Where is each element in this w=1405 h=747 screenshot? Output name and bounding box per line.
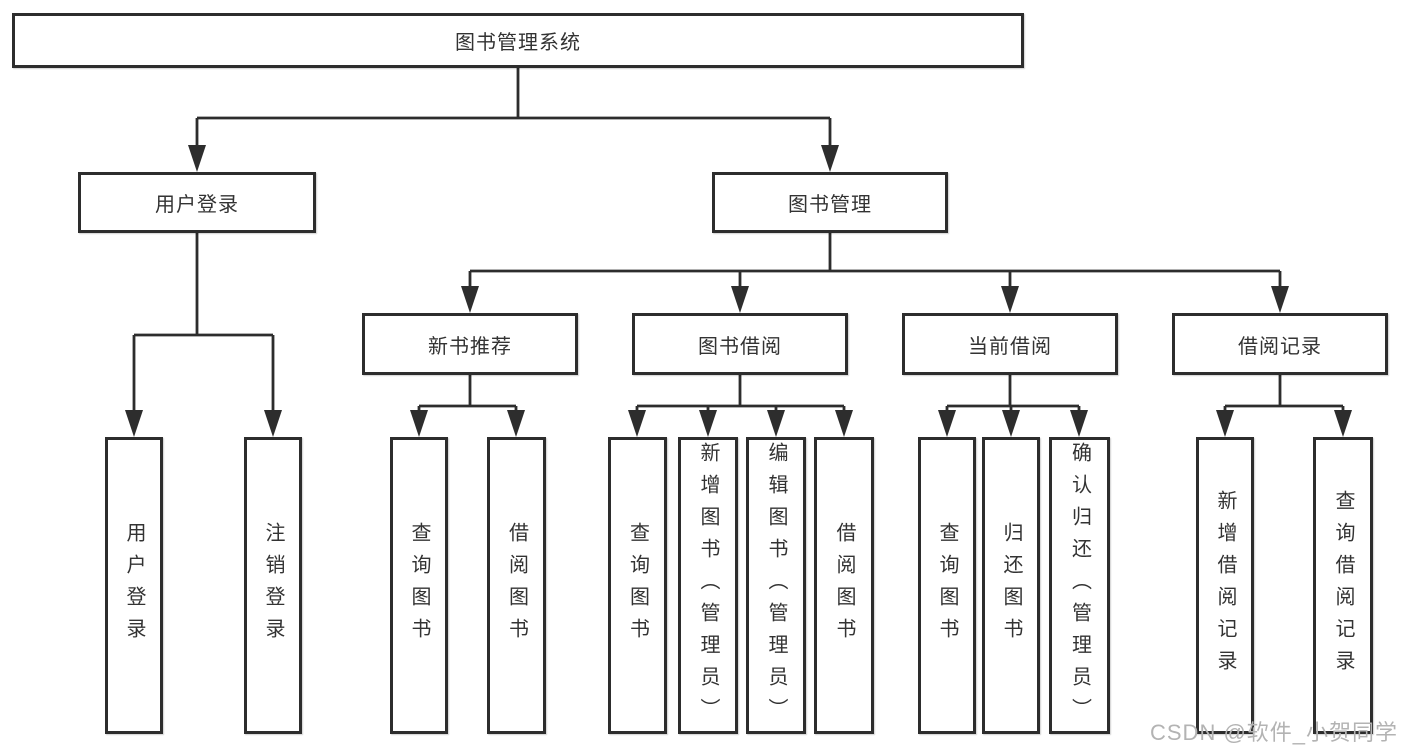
- leaf-borrow-books: 借阅图书: [814, 437, 874, 734]
- node-label: 图书管理: [788, 194, 872, 216]
- node-label: 借阅图书: [833, 521, 855, 650]
- node-current-borrowing: 当前借阅: [902, 313, 1118, 375]
- leaf-query-borrow-record: 查询借阅记录: [1313, 437, 1373, 734]
- node-label: 借阅图书: [505, 521, 528, 650]
- node-book-borrowing: 图书借阅: [632, 313, 848, 375]
- node-label: 新书推荐: [428, 335, 512, 358]
- node-label: 归还图书: [1000, 521, 1022, 650]
- leaf-user-login: 用户登录: [105, 437, 163, 734]
- leaf-add-book-admin: 新增图书（管理员）: [678, 437, 738, 734]
- leaf-query-books-recommend: 查询图书: [390, 437, 448, 734]
- node-label: 借阅记录: [1238, 335, 1322, 358]
- node-label: 编辑图书（管理员）: [765, 441, 787, 730]
- leaf-edit-book-admin: 编辑图书（管理员）: [746, 437, 806, 734]
- arrowheads: [125, 145, 1352, 437]
- node-label: 确认归还（管理员）: [1068, 441, 1091, 730]
- leaf-borrow-books-recommend: 借阅图书: [487, 437, 546, 734]
- leaf-logout: 注销登录: [244, 437, 302, 734]
- node-label: 查询图书: [408, 521, 430, 650]
- node-label: 图书管理系统: [455, 32, 581, 54]
- node-label: 图书借阅: [698, 335, 782, 358]
- leaf-add-borrow-record: 新增借阅记录: [1196, 437, 1254, 734]
- node-label: 查询借阅记录: [1332, 489, 1354, 682]
- node-book-management: 图书管理: [712, 172, 948, 233]
- node-label: 用户登录: [155, 194, 239, 216]
- node-new-book-recommend: 新书推荐: [362, 313, 578, 375]
- leaf-return-book: 归还图书: [982, 437, 1040, 734]
- node-label: 用户登录: [123, 521, 145, 650]
- node-root-system: 图书管理系统: [12, 13, 1024, 68]
- node-label: 查询图书: [936, 521, 958, 650]
- leaf-query-books-borrow: 查询图书: [608, 437, 667, 734]
- node-label: 新增借阅记录: [1214, 489, 1236, 682]
- node-label: 注销登录: [262, 521, 284, 650]
- node-label: 查询图书: [626, 521, 649, 650]
- node-label: 当前借阅: [968, 335, 1052, 358]
- leaf-confirm-return-admin: 确认归还（管理员）: [1049, 437, 1110, 734]
- leaf-query-books-current: 查询图书: [918, 437, 976, 734]
- csdn-watermark: CSDN @软件_小贺同学: [1150, 720, 1399, 745]
- node-user-login: 用户登录: [78, 172, 316, 233]
- node-label: 新增图书（管理员）: [697, 441, 719, 730]
- node-borrowing-records: 借阅记录: [1172, 313, 1388, 375]
